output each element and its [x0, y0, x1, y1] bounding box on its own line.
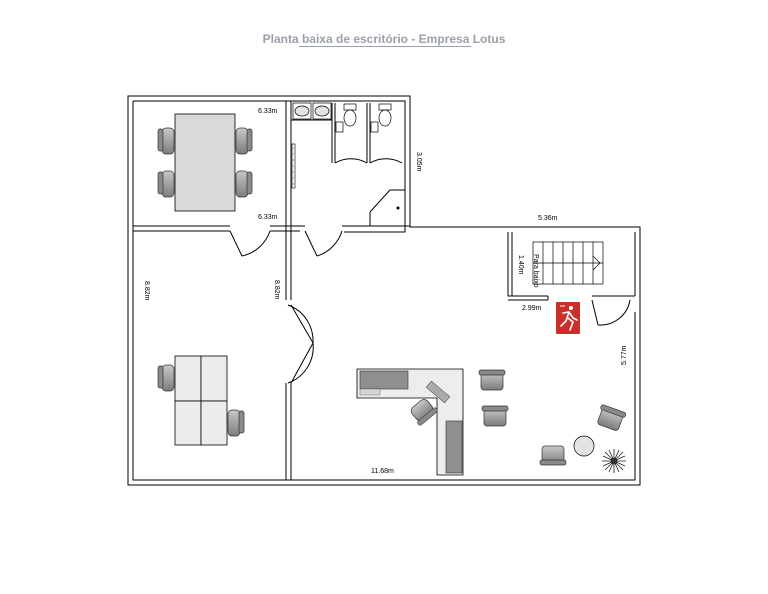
side-table	[573, 435, 595, 457]
doors	[229, 131, 631, 384]
office-chairs	[157, 364, 245, 437]
dim-right-wall-height: 5.77m	[621, 345, 628, 365]
toilets	[335, 103, 392, 133]
towel-rail	[291, 143, 296, 189]
reception-chair	[410, 399, 438, 426]
meeting-table	[174, 113, 236, 212]
page-title: Planta baixa de escritório - Empresa Lot…	[262, 32, 506, 46]
dim-stairs-width: 1.40m	[517, 255, 524, 275]
dim-top-left-width: 6.33m	[258, 108, 278, 115]
title-underline	[299, 46, 471, 47]
reception-desk	[356, 368, 464, 476]
stairs-label: Para baixo	[532, 254, 539, 288]
bathroom-sinks	[292, 102, 332, 120]
dim-corridor-height: 8.82m	[273, 280, 280, 300]
dim-right-wing-width: 5.36m	[538, 215, 558, 222]
stairs	[532, 241, 604, 285]
office-desk	[174, 355, 228, 446]
dim-top-left-bottom: 6.33m	[258, 214, 278, 221]
dim-left-room-height: 8.82m	[143, 281, 150, 301]
dim-bottom-width: 11.68m	[371, 468, 394, 475]
dim-exit-area-width: 2.99m	[522, 305, 542, 312]
lounge-chairs	[478, 369, 627, 466]
plant-icon	[602, 449, 626, 473]
meeting-chairs	[157, 127, 253, 198]
shower-drain	[396, 206, 400, 210]
emergency-exit-sign	[556, 302, 580, 334]
outer-walls	[127, 95, 641, 486]
dim-bathroom-height: 3.05m	[415, 152, 422, 172]
